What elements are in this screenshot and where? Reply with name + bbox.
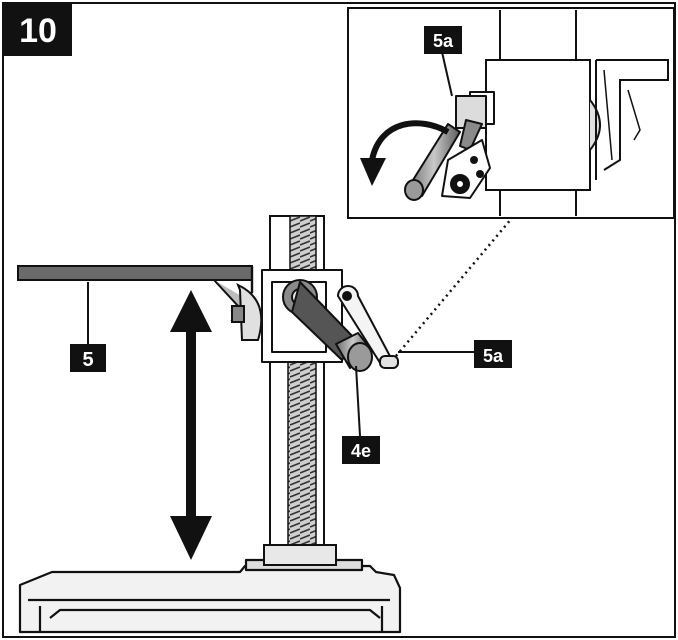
svg-text:4e: 4e xyxy=(351,441,371,461)
height-adjust-arrow xyxy=(170,290,212,560)
figure-number: 10 xyxy=(19,12,57,50)
callout-leaders xyxy=(87,51,480,437)
detail-inset xyxy=(347,7,675,219)
rotate-arrow-icon xyxy=(360,120,450,186)
carriage-block xyxy=(261,269,399,372)
callout-clamp-lever-detail: 5a xyxy=(424,26,462,54)
detail-connector xyxy=(395,217,513,357)
svg-text:5a: 5a xyxy=(483,346,504,366)
svg-text:5a: 5a xyxy=(433,31,454,51)
callout-table: 5 xyxy=(70,344,106,372)
figure-number-badge: 10 xyxy=(4,4,72,56)
callout-handle: 4e xyxy=(342,436,380,464)
svg-text:5: 5 xyxy=(82,349,93,371)
column xyxy=(263,215,337,566)
stand-base xyxy=(18,558,402,634)
callout-clamp-lever: 5a xyxy=(474,340,512,368)
